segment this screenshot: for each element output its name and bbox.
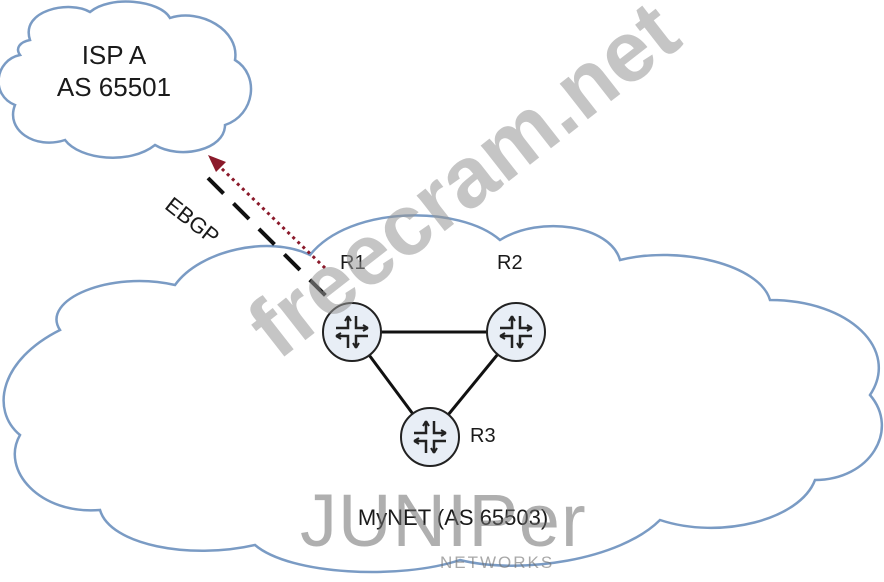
ebgp-link [206, 176, 337, 307]
mynet-cloud [2, 214, 883, 574]
juniper-logo-subtitle: NETWORKS [440, 553, 555, 572]
router-r3-label: R3 [470, 425, 496, 447]
mynet-label: MyNET (AS 65503) [357, 505, 549, 530]
router-r1-icon [322, 302, 382, 362]
isp-as-label: AS 65501 [56, 72, 172, 102]
router-r1-label: R1 [340, 252, 366, 274]
juniper-logo: JUNIPer [300, 479, 587, 562]
isp-name-label: ISP A [81, 40, 147, 70]
arrow-head [208, 155, 226, 172]
router-r2-label: R2 [497, 252, 523, 274]
router-r3-icon [400, 407, 460, 467]
isp-cloud [0, 0, 253, 159]
router-r2-icon [486, 302, 546, 362]
